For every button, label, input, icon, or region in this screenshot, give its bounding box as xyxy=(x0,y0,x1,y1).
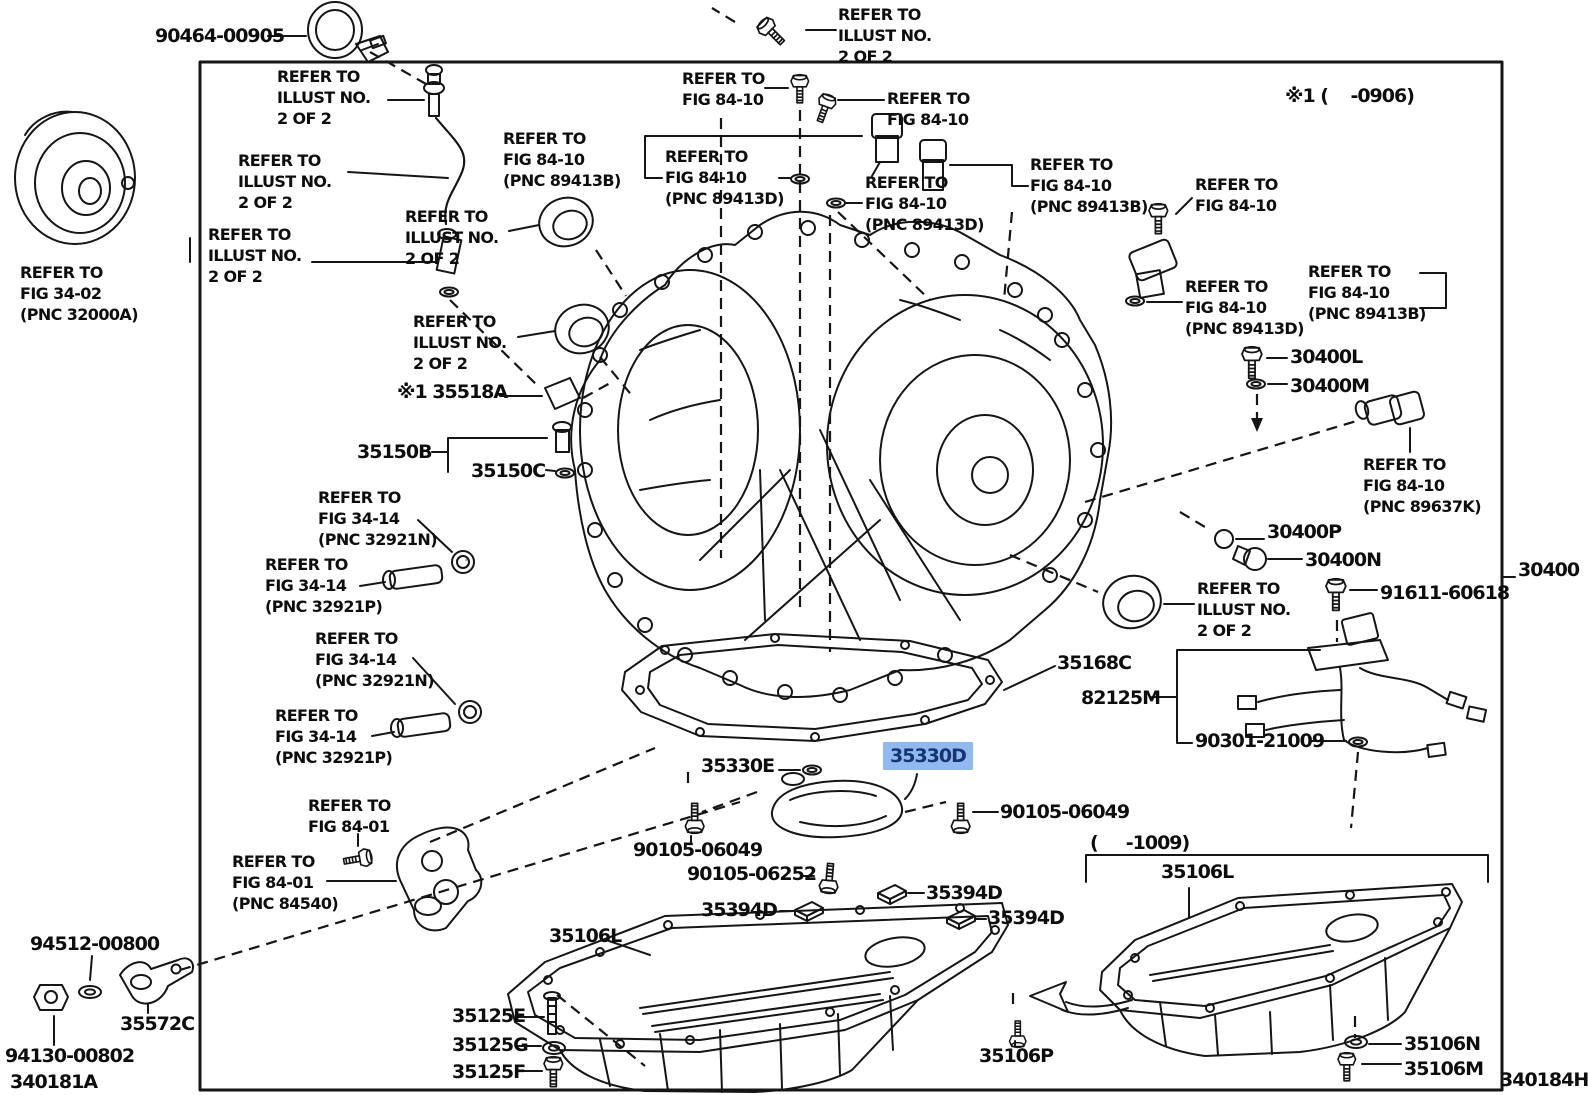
pn-35150B[interactable]: 35150B xyxy=(357,441,433,463)
ref-fig84-01-a: REFER TO FIG 84-01 xyxy=(308,796,391,836)
pn-30400[interactable]: 30400 xyxy=(1518,559,1580,581)
ref-fig84-10-k: REFER TO FIG 84-10 (PNC 89637K) xyxy=(1363,455,1482,516)
shift-lever-drawing xyxy=(33,955,194,1046)
pn-35330D[interactable]: 35330D xyxy=(883,742,973,770)
ref-illust-c: REFER TO ILLUST NO. 2 OF 2 xyxy=(208,225,302,286)
code-340181A: 340181A xyxy=(10,1071,98,1093)
pn-35394D-right[interactable]: 35394D xyxy=(988,907,1065,929)
code-340184H: 340184H xyxy=(1500,1069,1588,1091)
ref-fig84-10-c: REFER TO FIG 84-10 (PNC 89413B) xyxy=(503,129,621,190)
ref-illust-top: REFER TO ILLUST NO. 2 OF 2 xyxy=(838,5,932,66)
ref-illust-b: REFER TO ILLUST NO. 2 OF 2 xyxy=(238,151,332,212)
ref-fig34-14-d: REFER TO FIG 34-14 (PNC 32921P) xyxy=(275,706,393,767)
pn-35106M[interactable]: 35106M xyxy=(1404,1058,1484,1080)
pn-35106P[interactable]: 35106P xyxy=(979,1045,1054,1067)
fig84-01-pump-drawing xyxy=(326,826,483,932)
dashed-arrowhead xyxy=(1251,418,1263,432)
ref-fig84-10-d: REFER TO FIG 84-10 (PNC 89413D) xyxy=(665,147,784,208)
switch-and-plug-drawings xyxy=(1214,345,1425,612)
pn-90105-06049-right[interactable]: 90105-06049 xyxy=(1000,801,1130,823)
hose-clamp-drawing xyxy=(267,1,389,63)
ref-fig84-10-f: REFER TO FIG 84-10 (PNC 89413B) xyxy=(1030,155,1148,216)
oil-strainer-drawing xyxy=(770,764,918,839)
sensor-cluster-top-drawing xyxy=(644,14,1029,209)
pn-35394D-left[interactable]: 35394D xyxy=(701,899,778,921)
ref-fig34-02: REFER TO FIG 34-02 (PNC 32000A) xyxy=(20,263,139,324)
pn-35572C[interactable]: 35572C xyxy=(120,1013,195,1035)
note-0906: ※1 ( -0906) xyxy=(1285,85,1415,107)
ref-illust-d: REFER TO ILLUST NO. 2 OF 2 xyxy=(405,207,499,268)
pn-35394D-top[interactable]: 35394D xyxy=(926,882,1003,904)
pn-90105-06252[interactable]: 90105-06252 xyxy=(687,863,817,885)
note-1009: ( -1009) xyxy=(1090,832,1190,854)
ref-fig34-14-c: REFER TO FIG 34-14 (PNC 32921N) xyxy=(315,629,435,690)
ref-fig84-10-b: REFER TO FIG 84-10 xyxy=(887,89,970,129)
strainer-bolt-drawings xyxy=(684,802,999,896)
pn-30400L[interactable]: 30400L xyxy=(1290,346,1363,368)
pn-35125G[interactable]: 35125G xyxy=(452,1034,529,1056)
bolt-bosses xyxy=(577,220,1106,703)
pn-30400M[interactable]: 30400M xyxy=(1290,375,1370,397)
oil-pan-drawing-right xyxy=(1085,854,1489,1082)
pn-94130-00802[interactable]: 94130-00802 xyxy=(5,1045,135,1067)
fig34-14-switch-drawings xyxy=(359,519,482,738)
breather-hose-drawing xyxy=(311,64,466,298)
ref-fig84-10-h: REFER TO FIG 84-10 (PNC 89413D) xyxy=(1185,277,1304,338)
ref-illust-e: REFER TO ILLUST NO. 2 OF 2 xyxy=(413,312,507,373)
oil-seal-right-drawing xyxy=(1102,574,1195,630)
pn-90105-06049-left[interactable]: 90105-06049 xyxy=(633,839,763,861)
replacement-arrow xyxy=(1029,981,1133,1016)
pn-35125F[interactable]: 35125F xyxy=(452,1061,526,1083)
pn-35150C[interactable]: 35150C xyxy=(471,460,546,482)
pn-35330E[interactable]: 35330E xyxy=(701,755,775,777)
pn-35168C[interactable]: 35168C xyxy=(1057,652,1132,674)
pn-94512-00800[interactable]: 94512-00800 xyxy=(30,933,160,955)
ref-fig34-14-b: REFER TO FIG 34-14 (PNC 32921P) xyxy=(265,555,383,616)
dashed-leader-lines xyxy=(179,7,1361,1067)
ref-fig84-10-a: REFER TO FIG 84-10 xyxy=(682,69,765,109)
wire-harness-drawing xyxy=(1151,612,1488,759)
pn-90301-21009[interactable]: 90301-21009 xyxy=(1195,730,1325,752)
ref-illust-r: REFER TO ILLUST NO. 2 OF 2 xyxy=(1197,579,1291,640)
pan-bolt-drawings xyxy=(516,991,1027,1088)
valve-body-gasket-drawing xyxy=(621,633,1056,742)
pn-35106L-left[interactable]: 35106L xyxy=(549,925,622,947)
pn-30400N[interactable]: 30400N xyxy=(1305,549,1382,571)
ref-fig84-10-g: REFER TO FIG 84-10 xyxy=(1195,175,1278,215)
pn-30400P[interactable]: 30400P xyxy=(1267,521,1342,543)
pn-91611-60618[interactable]: 91611-60618 xyxy=(1380,582,1510,604)
pn-35125E[interactable]: 35125E xyxy=(452,1005,526,1027)
pn-90464-00905[interactable]: 90464-00905 xyxy=(155,25,285,47)
ref-illust-a: REFER TO ILLUST NO. 2 OF 2 xyxy=(277,67,371,128)
pn-35518A[interactable]: ※1 35518A xyxy=(397,381,508,403)
ref-fig84-10-i: REFER TO FIG 84-10 (PNC 89413B) xyxy=(1308,262,1426,323)
ref-fig34-14-a: REFER TO FIG 34-14 (PNC 32921N) xyxy=(318,488,438,549)
ref-fig84-10-e: REFER TO FIG 84-10 (PNC 89413D) xyxy=(865,173,984,234)
pn-82125M[interactable]: 82125M xyxy=(1081,687,1161,709)
oil-seal-drawings xyxy=(508,196,610,355)
ref-fig84-01-b: REFER TO FIG 84-01 (PNC 84540) xyxy=(232,852,339,913)
pn-35106N[interactable]: 35106N xyxy=(1404,1033,1481,1055)
sensor-cluster-right-drawing xyxy=(1125,197,1447,309)
breather-plug-drawing xyxy=(431,377,581,479)
torque-converter-drawing xyxy=(14,110,191,263)
pn-35106L-right[interactable]: 35106L xyxy=(1161,861,1234,883)
transaxle-housing-drawing xyxy=(570,210,1113,703)
